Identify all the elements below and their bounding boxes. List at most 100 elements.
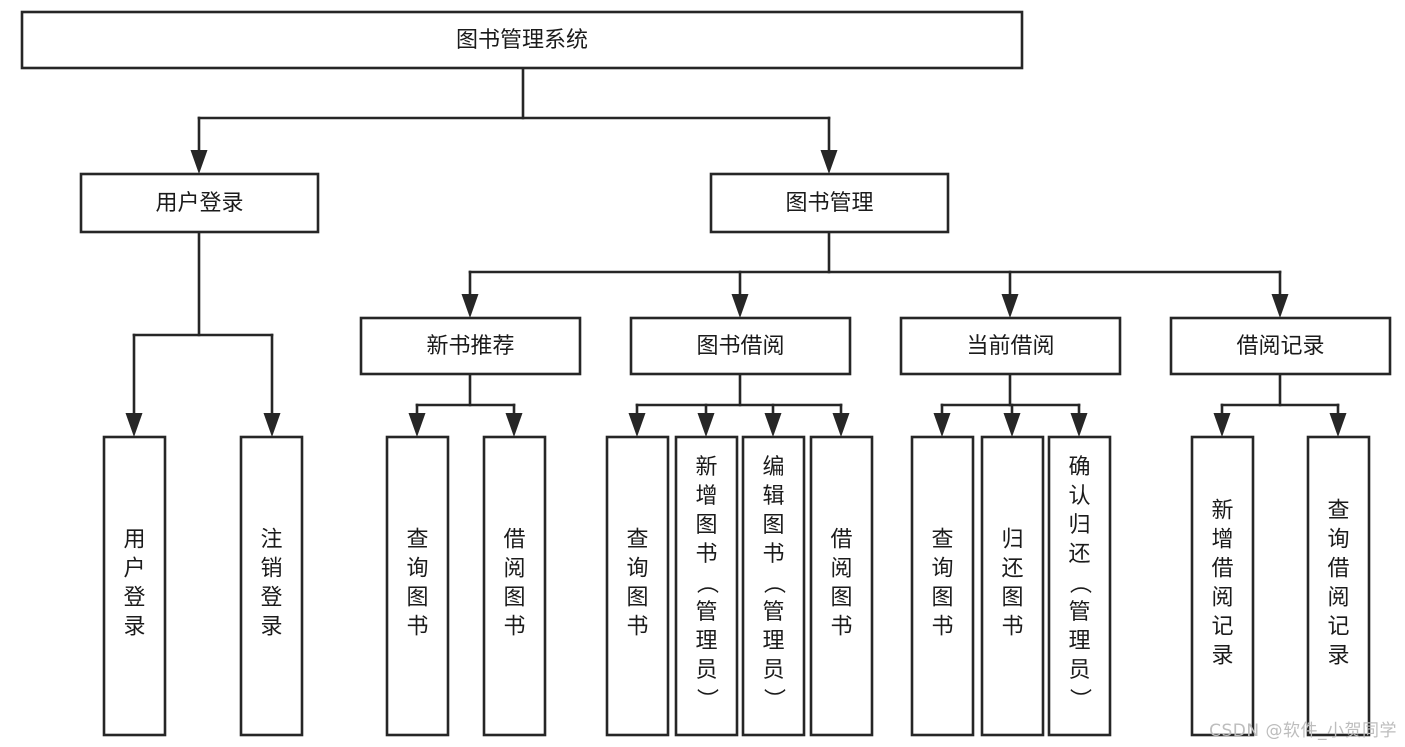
connector-borrow-record — [1213, 372, 1347, 437]
node-box — [809, 435, 874, 737]
node-label-char: 理 — [1068, 629, 1090, 654]
node-label-char: 查 — [931, 528, 953, 553]
node-book-manage[interactable]: 图书管理 — [709, 172, 950, 234]
connector-current-borrow — [933, 372, 1088, 437]
node-label-char: 书 — [762, 542, 784, 567]
node-label-char: 理 — [695, 629, 717, 654]
node-label-char: 还 — [1001, 557, 1023, 582]
node-label: 用户登录 — [155, 191, 243, 216]
node-label-char: 确 — [1068, 455, 1090, 480]
node-label-char: （ — [694, 572, 719, 594]
node-label-char: 记 — [1327, 615, 1349, 640]
node-label-char: 询 — [931, 557, 953, 582]
node-label-char: 图 — [830, 586, 852, 611]
node-label-char: 增 — [695, 484, 717, 509]
node-label-char: （ — [761, 572, 786, 594]
node-label-char: 阅 — [1327, 586, 1349, 611]
node-label-char: 记 — [1211, 615, 1233, 640]
node-box — [1190, 435, 1255, 737]
node-box — [709, 172, 950, 234]
node-label-char: 书 — [406, 615, 428, 640]
node-label-char: 阅 — [830, 557, 852, 582]
node-box — [385, 435, 450, 737]
node-label-char: 阅 — [503, 557, 525, 582]
connector-root — [190, 66, 838, 174]
node-root[interactable]: 图书管理系统 — [20, 10, 1024, 70]
node-box — [102, 435, 167, 737]
node-user-login[interactable]: 用户登录 — [79, 172, 320, 234]
node-new-book-rec[interactable]: 新书推荐 — [359, 316, 582, 376]
node-label-char: 还 — [1068, 542, 1090, 567]
node-box — [629, 316, 852, 376]
node-label-char: 借 — [1211, 557, 1233, 582]
node-label-char: 辑 — [762, 484, 784, 509]
node-label-char: 询 — [406, 557, 428, 582]
node-box — [79, 172, 320, 234]
node-current-borrow[interactable]: 当前借阅 — [899, 316, 1122, 376]
node-label-char: 图 — [762, 513, 784, 538]
node-label-char: （ — [1067, 572, 1092, 594]
node-label-char: 询 — [626, 557, 648, 582]
connector-new-book-rec — [408, 372, 523, 437]
node-label-char: 登 — [260, 586, 282, 611]
node-box — [482, 435, 547, 737]
node-book-borrow[interactable]: 图书借阅 — [629, 316, 852, 376]
node-label-char: ） — [761, 688, 786, 710]
node-label-char: 借 — [1327, 557, 1349, 582]
node-label-char: 员 — [695, 658, 717, 683]
node-label-char: 书 — [626, 615, 648, 640]
node-label-char: 登 — [123, 586, 145, 611]
node-label-char: 户 — [123, 557, 145, 582]
node-label-char: 认 — [1068, 484, 1090, 509]
node-label-char: 管 — [695, 600, 717, 625]
node-label-char: 管 — [1068, 600, 1090, 625]
node-label-char: 员 — [1068, 658, 1090, 683]
node-label-char: 增 — [1211, 528, 1233, 553]
node-label: 图书管理系统 — [456, 28, 588, 53]
node-label-char: 用 — [123, 528, 145, 553]
node-label-char: 查 — [626, 528, 648, 553]
node-label-char: 新 — [695, 455, 717, 480]
node-label-char: 图 — [406, 586, 428, 611]
connector-book-manage — [461, 230, 1289, 318]
node-label-char: 借 — [503, 528, 525, 553]
node-label-char: 图 — [626, 586, 648, 611]
node-label: 图书借阅 — [696, 334, 784, 359]
node-label-char: 注 — [260, 528, 282, 553]
node-box — [20, 10, 1024, 70]
node-label-char: 销 — [260, 557, 282, 582]
connector-book-borrow — [628, 372, 850, 437]
node-label-char: 录 — [123, 615, 145, 640]
nodes-layer: 图书管理系统用户登录图书管理新书推荐图书借阅当前借阅借阅记录用户登录注销登录查询… — [20, 10, 1392, 737]
csdn-watermark: CSDN @软件_小贺同学 — [1209, 721, 1397, 741]
node-box — [674, 435, 739, 737]
node-box — [899, 316, 1122, 376]
node-label: 借阅记录 — [1236, 334, 1324, 359]
node-label-char: 图 — [1001, 586, 1023, 611]
node-box — [1306, 435, 1371, 737]
node-label-char: 书 — [503, 615, 525, 640]
node-label-char: 新 — [1211, 499, 1233, 524]
node-label-char: ） — [694, 688, 719, 710]
node-box — [980, 435, 1045, 737]
node-label-char: 图 — [931, 586, 953, 611]
node-box — [605, 435, 670, 737]
node-label-char: 借 — [830, 528, 852, 553]
node-label-char: 管 — [762, 600, 784, 625]
node-borrow-record[interactable]: 借阅记录 — [1169, 316, 1392, 376]
node-leaf-user-login[interactable]: 用户登录 — [102, 435, 167, 737]
node-label-char: 录 — [1327, 644, 1349, 669]
